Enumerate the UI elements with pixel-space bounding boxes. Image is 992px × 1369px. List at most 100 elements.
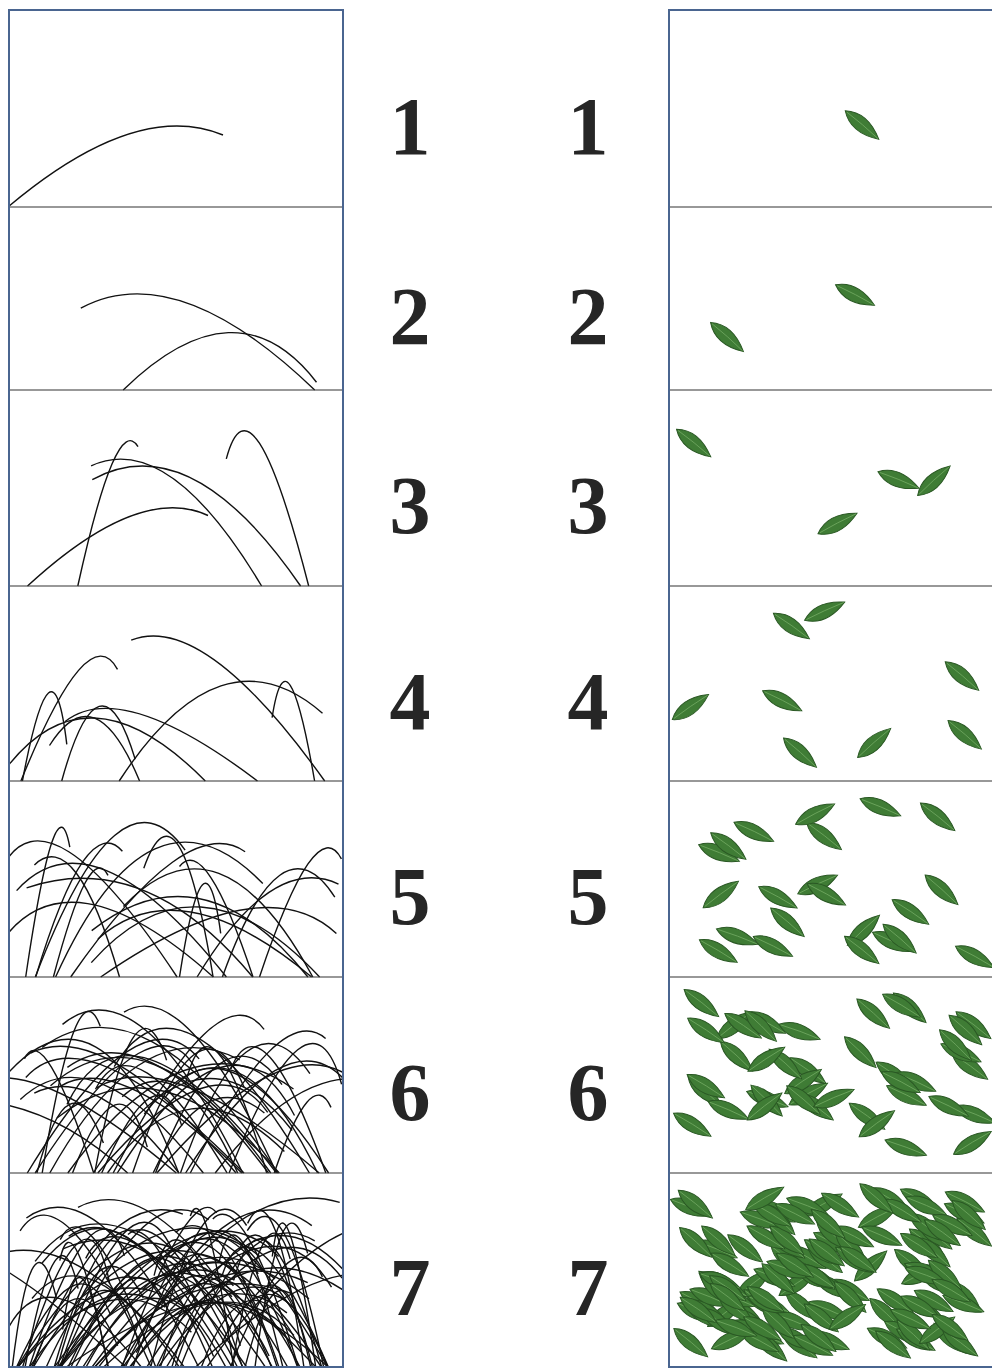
leaf	[888, 1303, 934, 1334]
leaf-blade	[855, 1105, 899, 1142]
leaf-blade	[836, 1241, 880, 1278]
leaf-vein	[674, 695, 708, 719]
leaf	[669, 689, 712, 726]
grass-blade	[21, 656, 118, 781]
leaf-vein	[749, 1047, 784, 1070]
leaf-vein	[797, 804, 834, 823]
leaf-vein	[760, 887, 796, 907]
leaf-vein	[749, 1287, 783, 1310]
leaf-blade	[743, 1087, 786, 1125]
leaf	[950, 1125, 992, 1160]
leaf-vein	[729, 1236, 762, 1262]
grass-blade	[9, 1100, 128, 1173]
grass-blade	[119, 681, 322, 781]
grass-blade	[81, 1277, 226, 1367]
grass-blade	[32, 1210, 183, 1367]
leaf-blade	[705, 1095, 751, 1125]
leaf-vein	[775, 614, 809, 638]
leaf	[743, 1087, 786, 1125]
leaf	[772, 1248, 817, 1283]
leaf-blade	[680, 984, 723, 1022]
leaf	[836, 1241, 880, 1278]
leaf	[802, 596, 848, 627]
leaf	[707, 827, 751, 865]
leaf	[683, 1069, 728, 1104]
leaf-blade	[714, 922, 760, 950]
panel-divider	[669, 976, 992, 977]
callout-number: 1	[568, 81, 609, 172]
leaf-vein	[847, 112, 879, 139]
grass-blade	[222, 1247, 328, 1367]
callout-number-holder: 5	[360, 856, 460, 938]
panel-divider	[9, 585, 343, 586]
grass-blade	[81, 294, 315, 390]
callout-number-holder: 1	[360, 86, 460, 168]
leaf	[743, 1281, 787, 1317]
leaf	[840, 1032, 881, 1073]
grass-blade	[28, 508, 209, 586]
leaf-blade	[674, 1185, 717, 1224]
leaf-vein	[934, 1280, 970, 1301]
leaf-blade	[772, 1248, 817, 1283]
leaf-vein	[745, 1318, 780, 1340]
leaf	[855, 1105, 899, 1142]
grass-blade	[12, 1262, 56, 1367]
leaf-vein	[710, 1102, 748, 1119]
leaf-blade	[928, 1309, 972, 1346]
leaf-blade	[941, 657, 984, 696]
grass-blade	[229, 1044, 342, 1173]
grass-blade	[272, 681, 315, 781]
leaf-blade	[888, 1303, 934, 1334]
leaf	[853, 723, 895, 763]
leaf	[883, 1133, 929, 1161]
leaf	[841, 105, 884, 144]
leaf-vein	[704, 882, 737, 907]
leaf-blade	[750, 930, 796, 962]
leaf	[750, 930, 796, 962]
leaf-vein	[842, 1247, 876, 1271]
leaf-blade	[871, 1325, 914, 1363]
grass-blade	[123, 869, 312, 977]
leaf	[769, 608, 813, 645]
panel-divider	[9, 780, 343, 781]
leaf-blade	[706, 317, 748, 357]
leaf-blade	[769, 608, 813, 645]
grass-blade	[131, 1301, 269, 1367]
leaf-vein	[689, 1075, 724, 1097]
leaf	[929, 1274, 974, 1308]
leaf-vein	[880, 472, 918, 488]
leaf	[852, 994, 894, 1034]
grass-blade	[65, 708, 258, 781]
leaf-vein	[689, 1019, 723, 1042]
leaf-blade	[731, 816, 777, 848]
leaf-vein	[862, 799, 900, 815]
callout-number: 5	[568, 851, 609, 942]
leaf-vein	[736, 823, 773, 841]
leaf-blade	[944, 1010, 986, 1050]
grass-blade	[53, 868, 108, 977]
leaf-vein	[877, 1332, 910, 1358]
leaf-blade	[707, 827, 751, 865]
grass-blade	[22, 692, 66, 781]
leaf	[714, 922, 760, 950]
grass-blade	[151, 1209, 247, 1367]
leaf	[941, 657, 984, 696]
leaf-blade	[802, 596, 848, 627]
grass-blade	[26, 1207, 198, 1367]
grass-blade	[92, 466, 300, 586]
panel-divider	[669, 780, 992, 781]
grass-blades	[9, 126, 343, 1367]
leaf	[776, 1018, 822, 1046]
leaf	[759, 685, 805, 718]
leaf-vein	[931, 1097, 968, 1116]
callout-number-holder: 5	[538, 856, 638, 938]
callout-number-holder: 6	[538, 1052, 638, 1134]
leaf-blade	[920, 870, 962, 910]
grass-blade	[58, 1237, 263, 1367]
grass-blade	[68, 1064, 294, 1173]
callout-number-holder: 4	[538, 661, 638, 743]
leaf	[855, 1178, 897, 1218]
leaf-blade	[743, 1281, 787, 1317]
grass-blade	[56, 842, 263, 977]
callout-number: 7	[568, 1242, 609, 1333]
